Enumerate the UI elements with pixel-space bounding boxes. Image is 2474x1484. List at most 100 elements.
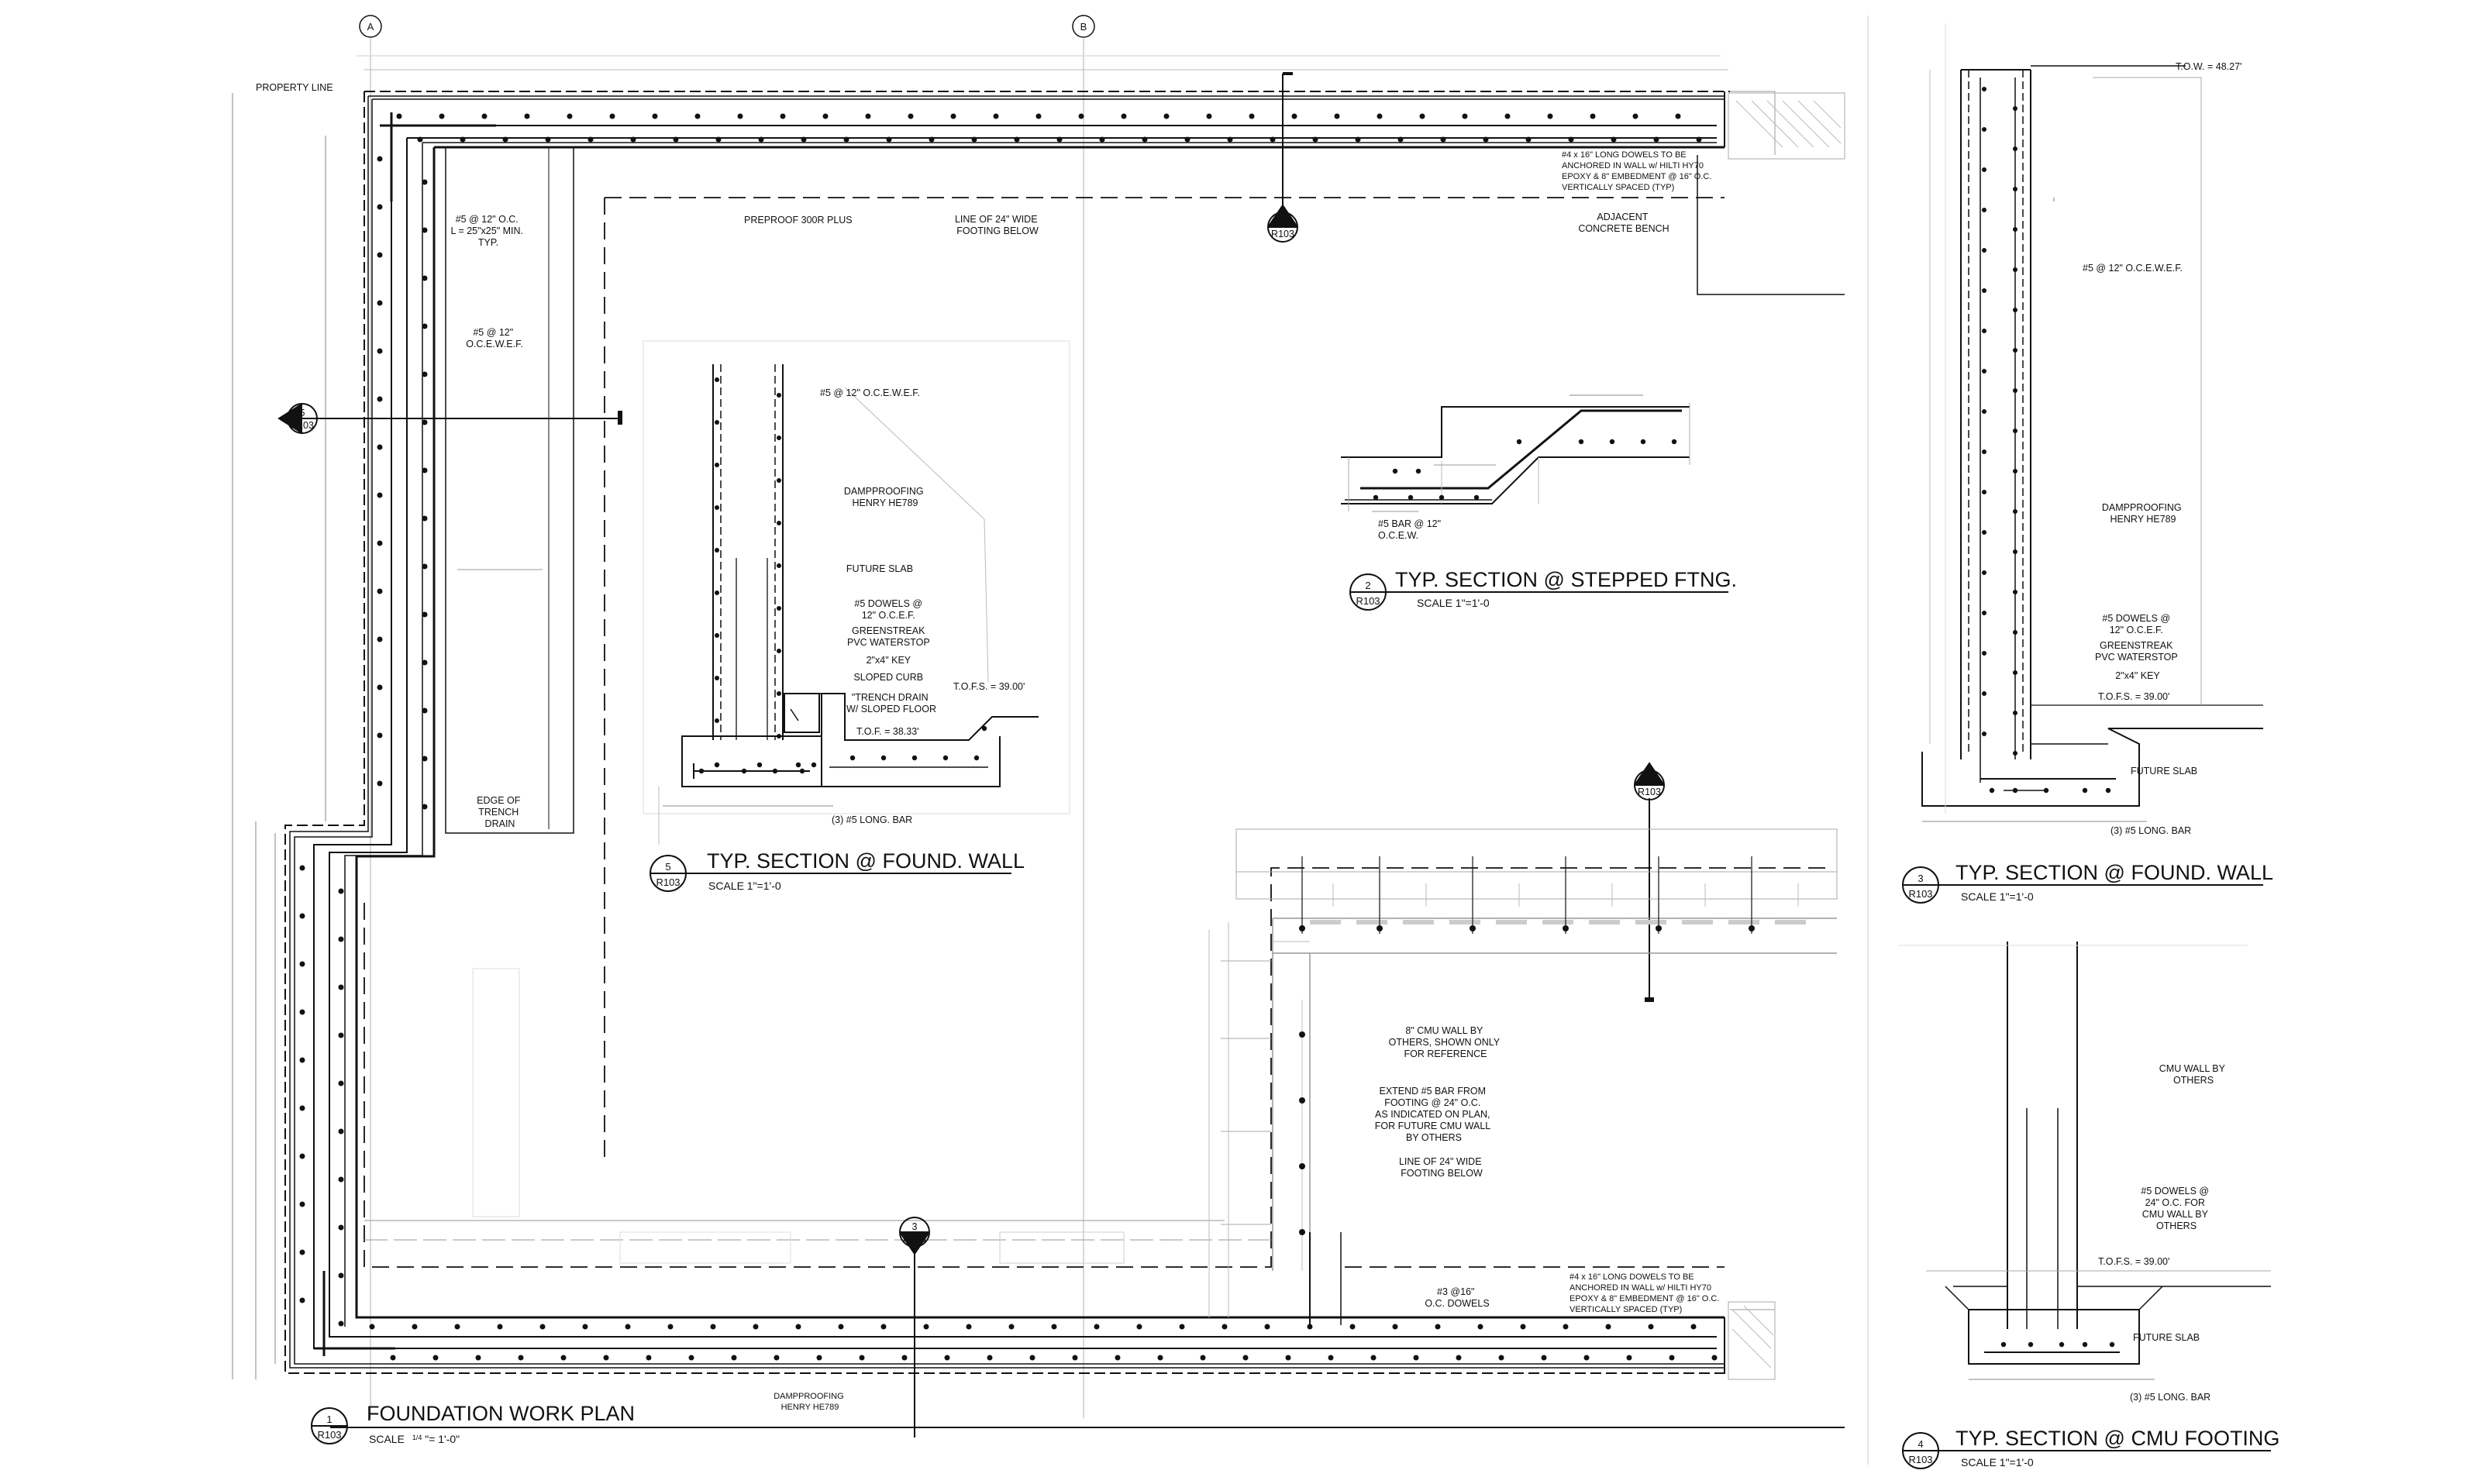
d3-number: 3: [1918, 873, 1923, 884]
dowels-3-note: #3 @16" O.C. DOWELS: [1425, 1286, 1489, 1309]
rebar-dot: [2109, 1341, 2115, 1348]
rebar-dot: [377, 492, 383, 498]
rebar-dot: [923, 1324, 929, 1330]
rebar-dot: [1056, 136, 1063, 143]
rebar-dot: [1373, 494, 1379, 501]
d2-title: TYP. SECTION @ STEPPED FTNG.: [1395, 568, 1737, 591]
rebar-dot: [1184, 136, 1190, 143]
rebar-dot: [1299, 1097, 1305, 1104]
d5-number: 5: [665, 861, 670, 873]
rebar-dot: [1051, 1324, 1057, 1330]
rebar-dot: [2013, 469, 2017, 473]
d4-scale: SCALE 1"=1'-0: [1961, 1456, 2034, 1469]
rebar-dot: [422, 419, 428, 425]
rebar-dot: [2013, 509, 2017, 514]
rebar-dot: [1014, 136, 1020, 143]
rebar-dot: [475, 1355, 481, 1361]
rebar-dot: [481, 113, 488, 119]
rebar-dot: [1982, 651, 1986, 656]
rebar-dot: [1470, 925, 1476, 931]
rebar-dot: [1227, 136, 1233, 143]
rebar-dot: [688, 1355, 694, 1361]
rebar-dot: [1541, 1355, 1547, 1361]
rebar-dot: [454, 1324, 460, 1330]
rebar-dot: [1504, 113, 1511, 119]
rebar-dot: [2059, 1341, 2065, 1348]
rebar-dot: [780, 113, 786, 119]
rebar-dot: [1157, 1355, 1163, 1361]
d3-sheet: R103: [1908, 888, 1932, 900]
rebar-dot: [774, 1355, 780, 1361]
rebar-dot: [1355, 136, 1361, 143]
d4-cmu: CMU WALL BY OTHERS: [2159, 1063, 2228, 1086]
rebar-dot: [2013, 227, 2017, 232]
wall-rebar-note: #5 @ 12" O.C.E.W.E.F.: [466, 327, 523, 349]
rebar-dot: [299, 961, 305, 967]
rebar-dot: [1675, 113, 1681, 119]
bench-note: ADJACENT CONCRETE BENCH: [1578, 212, 1669, 234]
rebar-dot: [715, 591, 719, 595]
rebar-dot: [1008, 1324, 1015, 1330]
rebar-dot: [1370, 1355, 1377, 1361]
rebar-dot: [715, 633, 719, 638]
rebar-dot: [1473, 494, 1480, 501]
rebar-dot: [1377, 925, 1383, 931]
rebar-dot: [422, 611, 428, 618]
rebar-dot: [731, 1355, 737, 1361]
rebar-dot: [1568, 136, 1574, 143]
rebar-dot: [422, 179, 428, 185]
plan-scale-prefix: SCALE: [369, 1433, 405, 1445]
d2-bar-note: #5 BAR @ 12" O.C.E.W.: [1378, 518, 1444, 541]
rebar-dot: [338, 1320, 344, 1327]
grid-label-a: A: [367, 21, 374, 33]
rebar-dot: [715, 136, 722, 143]
rebar-dot: [777, 521, 781, 525]
rebar-dot: [1072, 1355, 1078, 1361]
rebar-dot: [849, 755, 856, 761]
rebar-dot: [377, 636, 383, 642]
rebar-dot: [497, 1324, 503, 1330]
rebar-dot: [1413, 1355, 1419, 1361]
d3-tow: T.O.W. = 48.27': [2176, 61, 2241, 72]
rebar-dot: [753, 1324, 759, 1330]
grid-bubble-b: [1072, 15, 1095, 38]
rebar-dot: [432, 1355, 439, 1361]
rebar-dot: [1270, 136, 1276, 143]
rebar-dot: [299, 1057, 305, 1063]
rebar-dot: [377, 300, 383, 306]
detail-bubble-1: [311, 1407, 348, 1444]
rebar-dot: [1690, 1324, 1697, 1330]
rebar-dot: [838, 1324, 844, 1330]
rebar-dot: [1982, 329, 1986, 333]
rebar-dot: [338, 1032, 344, 1038]
rebar-dot: [993, 113, 999, 119]
rebar-dot: [987, 1355, 993, 1361]
rebar-dot: [1632, 113, 1638, 119]
rebar-dot: [944, 1355, 950, 1361]
rebar-dot: [799, 768, 805, 774]
rebar-dot: [1516, 439, 1522, 445]
rebar-dot: [1477, 1324, 1483, 1330]
detail-4-cmu-footing: [1899, 942, 2271, 1380]
detail-bubble-4: [1902, 1432, 1939, 1469]
rebar-dot: [422, 756, 428, 762]
rebar-dot: [1609, 439, 1615, 445]
rebar-dot: [795, 1324, 801, 1330]
plan-title: FOUNDATION WORK PLAN: [367, 1402, 635, 1425]
rebar-dot: [1392, 468, 1398, 474]
rebar-dot: [560, 1355, 567, 1361]
rebar-dot: [299, 913, 305, 919]
rebar-dot: [2105, 787, 2111, 794]
rebar-dot: [1206, 113, 1212, 119]
d3-title: TYP. SECTION @ FOUND. WALL: [1955, 861, 2273, 884]
detail-2-stepped-ftng: [1341, 394, 1690, 512]
rebar-dot: [1397, 136, 1404, 143]
rebar-dot: [377, 732, 383, 739]
rebar-dot: [422, 804, 428, 810]
rebar-dot: [422, 227, 428, 233]
rebar-dot: [1590, 113, 1596, 119]
rebar-dot: [377, 252, 383, 258]
dowels-top-note: #4 x 16" LONG DOWELS TO BE ANCHORED IN W…: [1562, 150, 1714, 192]
rebar-dot: [1249, 113, 1255, 119]
